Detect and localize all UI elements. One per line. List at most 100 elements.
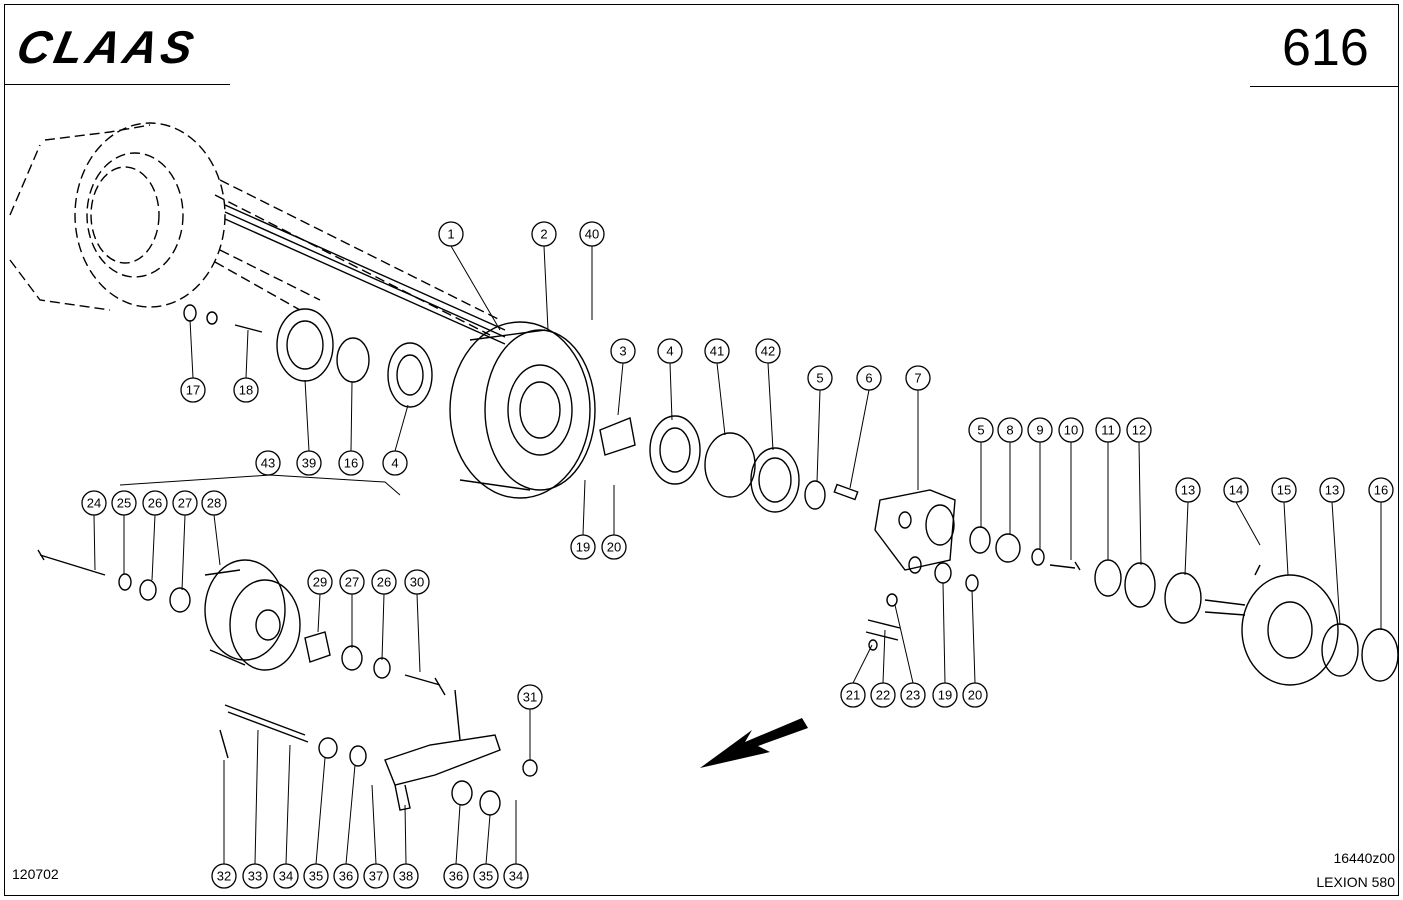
part-callout-41: 41 bbox=[704, 338, 730, 364]
callout-bubble bbox=[755, 338, 781, 364]
part-callout-42: 42 bbox=[755, 338, 781, 364]
callout-number: 13 bbox=[1181, 483, 1195, 498]
callout-bubble bbox=[840, 682, 866, 708]
part-callout-4: 4 bbox=[657, 338, 683, 364]
callout-bubble bbox=[570, 534, 596, 560]
leader-line bbox=[582, 479, 586, 536]
leader-line bbox=[381, 593, 385, 661]
leader-line bbox=[317, 593, 321, 633]
callout-number: 12 bbox=[1132, 423, 1146, 438]
callout-bubble bbox=[242, 863, 268, 889]
part-callout-13: 13 bbox=[1175, 477, 1201, 503]
callout-bubble bbox=[296, 450, 322, 476]
bearing-left bbox=[387, 342, 433, 408]
part-callout-35: 35 bbox=[303, 863, 329, 889]
callout-number: 17 bbox=[186, 383, 200, 398]
leader-line bbox=[189, 319, 194, 379]
part-callout-2: 2 bbox=[531, 221, 557, 247]
callout-number: 16 bbox=[344, 456, 358, 471]
shim-22 bbox=[865, 619, 901, 641]
sleeve bbox=[599, 417, 636, 456]
tension-lever bbox=[384, 689, 501, 811]
drawing-id: 16440z00 bbox=[1333, 850, 1395, 866]
callout-bubble bbox=[180, 377, 206, 403]
callout-number: 35 bbox=[309, 869, 323, 884]
callout-bubble bbox=[1223, 477, 1249, 503]
part-callout-14: 14 bbox=[1223, 477, 1249, 503]
callout-number: 20 bbox=[607, 540, 621, 555]
seal-ring bbox=[276, 308, 334, 382]
callout-number: 24 bbox=[87, 496, 101, 511]
ring-11 bbox=[1094, 559, 1122, 597]
key-6 bbox=[833, 483, 859, 501]
part-callout-34: 34 bbox=[273, 863, 299, 889]
callout-number: 19 bbox=[576, 540, 590, 555]
part-callout-8: 8 bbox=[997, 417, 1023, 443]
part-callout-33: 33 bbox=[242, 863, 268, 889]
leader-line bbox=[181, 514, 186, 591]
callout-number: 39 bbox=[302, 456, 316, 471]
callout-bubble bbox=[704, 338, 730, 364]
leader-line bbox=[617, 362, 624, 416]
leader-line bbox=[213, 514, 221, 566]
bearing-right bbox=[649, 415, 701, 485]
part-callout-34: 34 bbox=[503, 863, 529, 889]
part-callout-16: 16 bbox=[338, 450, 364, 476]
belt bbox=[224, 204, 506, 345]
leader-line bbox=[151, 514, 156, 581]
leader-line bbox=[816, 389, 821, 483]
callout-number: 6 bbox=[865, 371, 872, 386]
part-callout-29: 29 bbox=[307, 569, 333, 595]
leader-line bbox=[942, 582, 946, 684]
part-callout-21: 21 bbox=[840, 682, 866, 708]
circlip-12 bbox=[1124, 562, 1156, 608]
callout-43-bracket bbox=[119, 474, 401, 496]
part-callout-20: 20 bbox=[601, 534, 627, 560]
leader-line bbox=[767, 362, 774, 451]
callout-number: 41 bbox=[710, 344, 724, 359]
part-callout-36: 36 bbox=[333, 863, 359, 889]
part-callout-12: 12 bbox=[1126, 417, 1152, 443]
callout-number: 19 bbox=[938, 688, 952, 703]
spacer-29 bbox=[304, 631, 331, 663]
main-pulley bbox=[449, 321, 596, 499]
part-callout-23: 23 bbox=[900, 682, 926, 708]
callout-number: 37 bbox=[369, 869, 383, 884]
leader-line bbox=[1331, 501, 1341, 626]
callout-number: 30 bbox=[410, 575, 424, 590]
callout-bubble bbox=[233, 377, 259, 403]
part-callout-43: 43 bbox=[255, 450, 281, 476]
callout-number: 5 bbox=[816, 371, 823, 386]
bolt-24 bbox=[37, 549, 106, 576]
callout-number: 25 bbox=[117, 496, 131, 511]
leader-line bbox=[254, 729, 259, 865]
part-callout-15: 15 bbox=[1271, 477, 1297, 503]
leader-line bbox=[350, 381, 353, 452]
leader-line bbox=[345, 764, 356, 865]
callout-bubble bbox=[273, 863, 299, 889]
callout-bubble bbox=[610, 338, 636, 364]
callout-bubble bbox=[1058, 417, 1084, 443]
callout-number: 20 bbox=[968, 688, 982, 703]
callout-number: 4 bbox=[666, 344, 673, 359]
callout-bubble bbox=[1175, 477, 1201, 503]
leader-line bbox=[93, 514, 96, 571]
part-callout-7: 7 bbox=[905, 365, 931, 391]
callout-number: 34 bbox=[509, 869, 523, 884]
ring-13-right bbox=[1321, 623, 1359, 677]
leader-line bbox=[882, 629, 886, 684]
callout-bubble bbox=[997, 417, 1023, 443]
callout-number: 34 bbox=[279, 869, 293, 884]
callout-number: 5 bbox=[977, 423, 984, 438]
callout-bubble bbox=[307, 569, 333, 595]
callout-bubble bbox=[503, 863, 529, 889]
callout-number: 11 bbox=[1101, 423, 1115, 438]
part-callout-38: 38 bbox=[393, 863, 419, 889]
callout-bubble bbox=[111, 490, 137, 516]
leader-line bbox=[315, 757, 326, 865]
callout-bubble bbox=[438, 221, 464, 247]
seal-42 bbox=[750, 447, 800, 513]
part-callout-19: 19 bbox=[932, 682, 958, 708]
callout-bubble bbox=[81, 490, 107, 516]
part-callout-20: 20 bbox=[962, 682, 988, 708]
